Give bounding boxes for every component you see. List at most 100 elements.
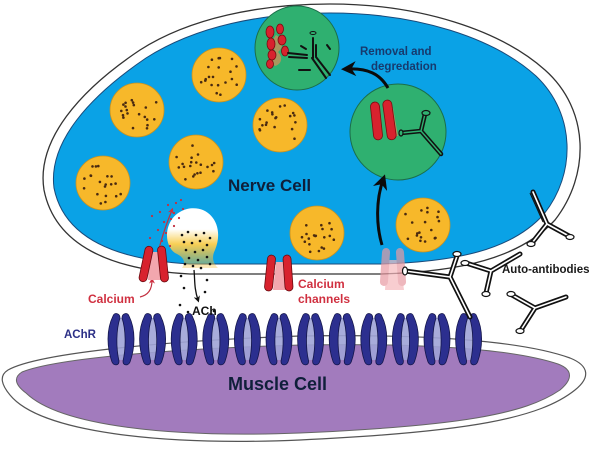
- acetylcholine-dot: [235, 83, 238, 86]
- acetylcholine-dot: [258, 117, 262, 121]
- endosome-internalized-complex: [349, 83, 447, 181]
- acetylcholine-dot: [415, 234, 419, 237]
- calcium-ion: [156, 228, 160, 232]
- acetylcholine-dot: [189, 160, 193, 164]
- ach-molecule: [186, 230, 190, 234]
- acetylcholine-dot: [291, 111, 295, 115]
- ach-molecule: [208, 236, 212, 240]
- ach-molecule: [212, 309, 216, 313]
- acetylcholine-dot: [192, 175, 195, 178]
- acetylcholine-dot: [290, 127, 294, 131]
- achr-label: AChR: [64, 329, 97, 341]
- auto-antibodies: [401, 189, 575, 335]
- acetylcholine-dot: [216, 83, 220, 87]
- acetylcholine-dot: [416, 232, 419, 235]
- acetylcholine-dot: [131, 101, 135, 104]
- acetylcholine-dot: [177, 166, 181, 169]
- ach-molecule: [180, 233, 184, 237]
- acetylcholine-dot: [219, 93, 222, 96]
- acetylcholine-dot: [328, 221, 331, 225]
- acetylcholine-dot: [182, 165, 186, 169]
- removal-label-line2: degredation: [371, 61, 437, 73]
- ach-molecule: [187, 256, 191, 260]
- acetylcholine-dot: [322, 247, 326, 250]
- acetylcholine-dot: [199, 171, 202, 174]
- acetylcholine-dot: [317, 249, 321, 253]
- acetylcholine-receptor: [455, 313, 482, 366]
- acetylcholine-receptors: [107, 313, 482, 366]
- acetylcholine-dot: [181, 162, 184, 166]
- calcium-channel-active: [138, 245, 169, 283]
- calcium-ion: [148, 236, 152, 240]
- acetylcholine-dot: [132, 103, 136, 107]
- acetylcholine-dot: [278, 105, 282, 108]
- acetylcholine-dot: [143, 115, 147, 119]
- ach-molecule: [191, 264, 195, 268]
- acetylcholine-dot: [305, 224, 308, 227]
- acetylcholine-dot: [426, 210, 429, 214]
- acetylcholine-dot: [96, 192, 99, 196]
- acetylcholine-dot: [91, 165, 94, 168]
- acetylcholine-dot: [104, 200, 107, 204]
- acetylcholine-dot: [419, 239, 422, 243]
- acetylcholine-dot: [125, 108, 129, 112]
- acetylcholine-dot: [212, 161, 216, 165]
- acetylcholine-dot: [199, 80, 203, 84]
- synaptic-vesicle: [252, 97, 308, 153]
- ach-molecule: [205, 255, 209, 259]
- degraded-receptor-fragments: [265, 23, 289, 69]
- ach-molecule: [179, 274, 183, 278]
- acetylcholine-dot: [283, 104, 287, 107]
- synaptic-vesicles: [75, 47, 451, 261]
- acetylcholine-dot: [153, 118, 156, 121]
- acetylcholine-dot: [207, 75, 211, 79]
- removal-label-line1: Removal and: [360, 46, 432, 58]
- calcium-ion: [150, 214, 154, 218]
- calcium-ion: [174, 201, 178, 205]
- synaptic-vesicle: [75, 155, 131, 211]
- acetylcholine-dot: [224, 81, 227, 84]
- acetylcholine-dot: [99, 202, 103, 205]
- acetylcholine-dot: [211, 75, 215, 79]
- antibody: [506, 290, 569, 335]
- acetylcholine-dot: [175, 155, 178, 159]
- acetylcholine-dot: [423, 220, 427, 224]
- acetylcholine-dot: [217, 66, 220, 69]
- acetylcholine-dot: [199, 163, 203, 166]
- acetylcholine-dot: [98, 180, 102, 184]
- calcium-ion: [169, 217, 173, 221]
- acetylcholine-receptor: [139, 313, 166, 366]
- calcium-label: Calcium: [88, 292, 135, 306]
- acetylcholine-dot: [109, 183, 113, 186]
- acetylcholine-receptor: [297, 313, 324, 366]
- acetylcholine-receptor: [107, 313, 135, 366]
- nerve-cell-cytoplasm: [52, 12, 568, 265]
- acetylcholine-dot: [426, 206, 429, 210]
- nerve-cell-label: Nerve Cell: [228, 176, 311, 195]
- acetylcholine-dot: [210, 58, 214, 61]
- acetylcholine-dot: [305, 232, 308, 236]
- acetylcholine-dot: [206, 165, 209, 169]
- acetylcholine-dot: [104, 183, 107, 186]
- calcium-ion: [177, 216, 181, 220]
- acetylcholine-dot: [323, 236, 326, 239]
- antibody: [526, 189, 575, 248]
- acetylcholine-dot: [261, 124, 264, 127]
- ach-molecule: [194, 233, 198, 237]
- nerve-cell: [42, 3, 581, 275]
- acetylcholine-dot: [293, 114, 296, 117]
- antibody-bound-receptor: [379, 248, 407, 290]
- degraded-antibody-fragments: [287, 31, 331, 79]
- acetylcholine-receptor: [265, 313, 293, 366]
- acetylcholine-dot: [210, 83, 213, 87]
- acetylcholine-dot: [119, 192, 122, 196]
- acetylcholine-receptor: [328, 313, 356, 366]
- ach-molecule: [190, 241, 194, 245]
- auto-antibodies-label: Auto-antibodies: [502, 264, 590, 276]
- calcium-ion: [168, 244, 172, 248]
- ach-molecule: [201, 248, 205, 252]
- acetylcholine-dot: [145, 127, 149, 130]
- acetylcholine-dot: [120, 109, 123, 113]
- fusing-vesicle: [166, 208, 221, 320]
- acetylcholine-dot: [189, 164, 192, 168]
